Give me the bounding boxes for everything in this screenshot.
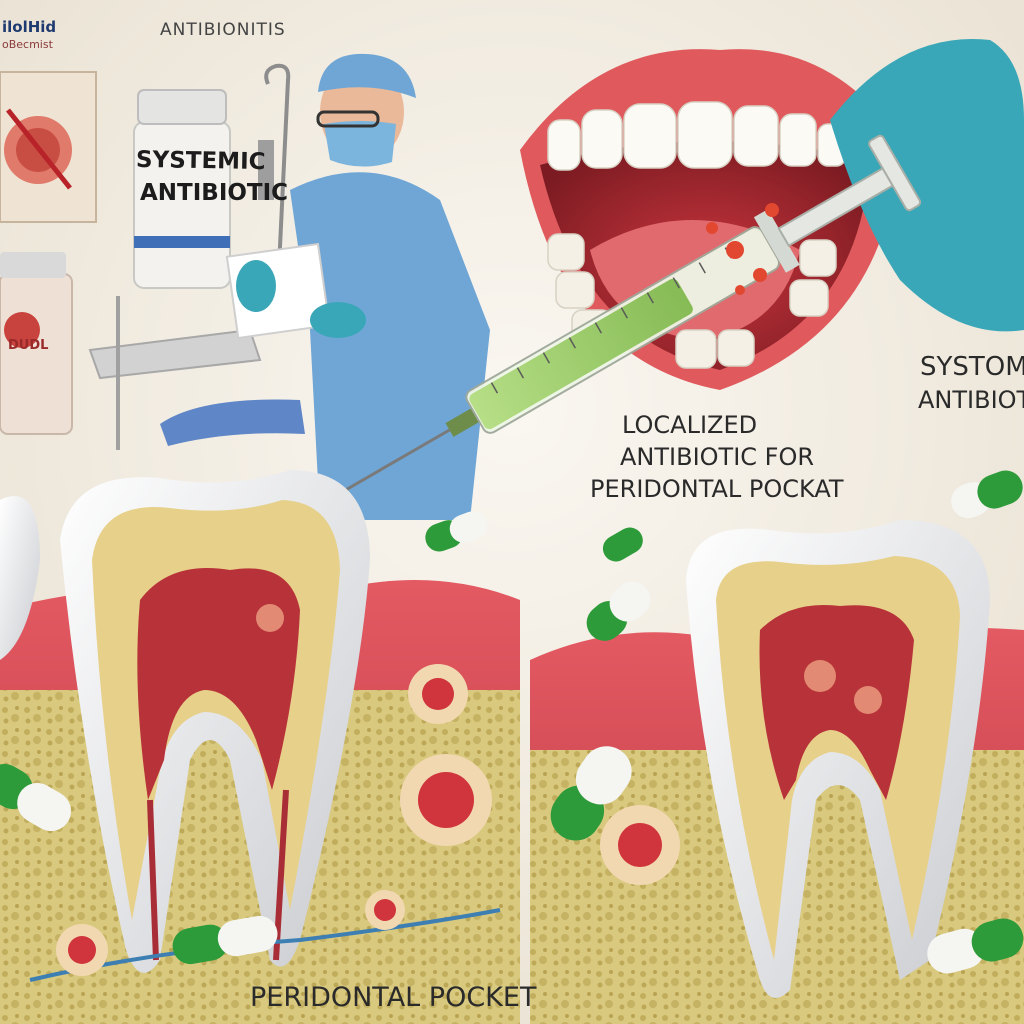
- corner-label-line1: ilolHid: [2, 18, 57, 36]
- corner-label-line2: oBecmist: [2, 38, 53, 51]
- bacteria-icon: [804, 660, 836, 692]
- dentist-scrubs: [290, 172, 490, 520]
- systemic-caption-line1: SYSTOMI: [920, 352, 1024, 382]
- bacteria-icon: [56, 924, 108, 976]
- bacteria-icon: [706, 203, 779, 295]
- bottle-label-line2: ANTIBIOTIC: [140, 180, 289, 206]
- capsules: [0, 470, 1024, 974]
- capsule-icon: [586, 581, 651, 641]
- bacteria-icon: [256, 604, 284, 632]
- capsule-icon: [927, 918, 1024, 974]
- jar-label: DUDL: [8, 338, 49, 353]
- bacteria-icon: [400, 754, 492, 846]
- tooth-pulp: [759, 605, 914, 800]
- localized-caption-line3: PERIDONTAL POCKAT: [590, 475, 844, 503]
- nerve-line: [29, 908, 501, 982]
- bottle-label-line1: SYSTEMIC: [135, 146, 266, 176]
- surgical-cap: [318, 53, 416, 98]
- bacteria-cluster: [56, 604, 882, 976]
- localized-caption-line1: LOCALIZED: [622, 411, 758, 439]
- top-heading: ANTIBIONITIS: [160, 20, 286, 40]
- localized-caption-line2: ANTIBIOTIC FOR: [620, 443, 815, 471]
- glove: [310, 302, 366, 338]
- lower-teeth: [547, 233, 837, 369]
- bottom-caption: PERIDONTAL POCKET: [250, 982, 537, 1013]
- bacteria-icon: [365, 890, 405, 930]
- capsule-icon: [172, 915, 278, 965]
- dental-chair: [88, 328, 262, 380]
- bacteria-icon: [4, 312, 40, 348]
- capsule-icon: [951, 470, 1023, 519]
- antibiotic-jar: [0, 273, 73, 435]
- glove: [236, 260, 276, 312]
- antibiotic-liquid: [469, 278, 693, 430]
- clinic-panel: [0, 63, 305, 450]
- systemic-caption-line2: ANTIBIOTI: [918, 386, 1024, 414]
- gloved-hand: [830, 39, 1024, 332]
- capsule-icon: [0, 764, 72, 831]
- bacteria-icon: [600, 805, 680, 885]
- face-mask: [324, 121, 396, 167]
- capsule-icon: [550, 746, 632, 841]
- capsule-icon: [425, 511, 488, 552]
- bacteria-icon: [854, 686, 882, 714]
- bacteria-icon: [408, 664, 468, 724]
- tooth-cross-section-right: [530, 520, 1024, 1024]
- capsule-icon: [602, 527, 643, 562]
- tooth-enamel: [0, 496, 40, 660]
- dentist-figure: [225, 53, 490, 520]
